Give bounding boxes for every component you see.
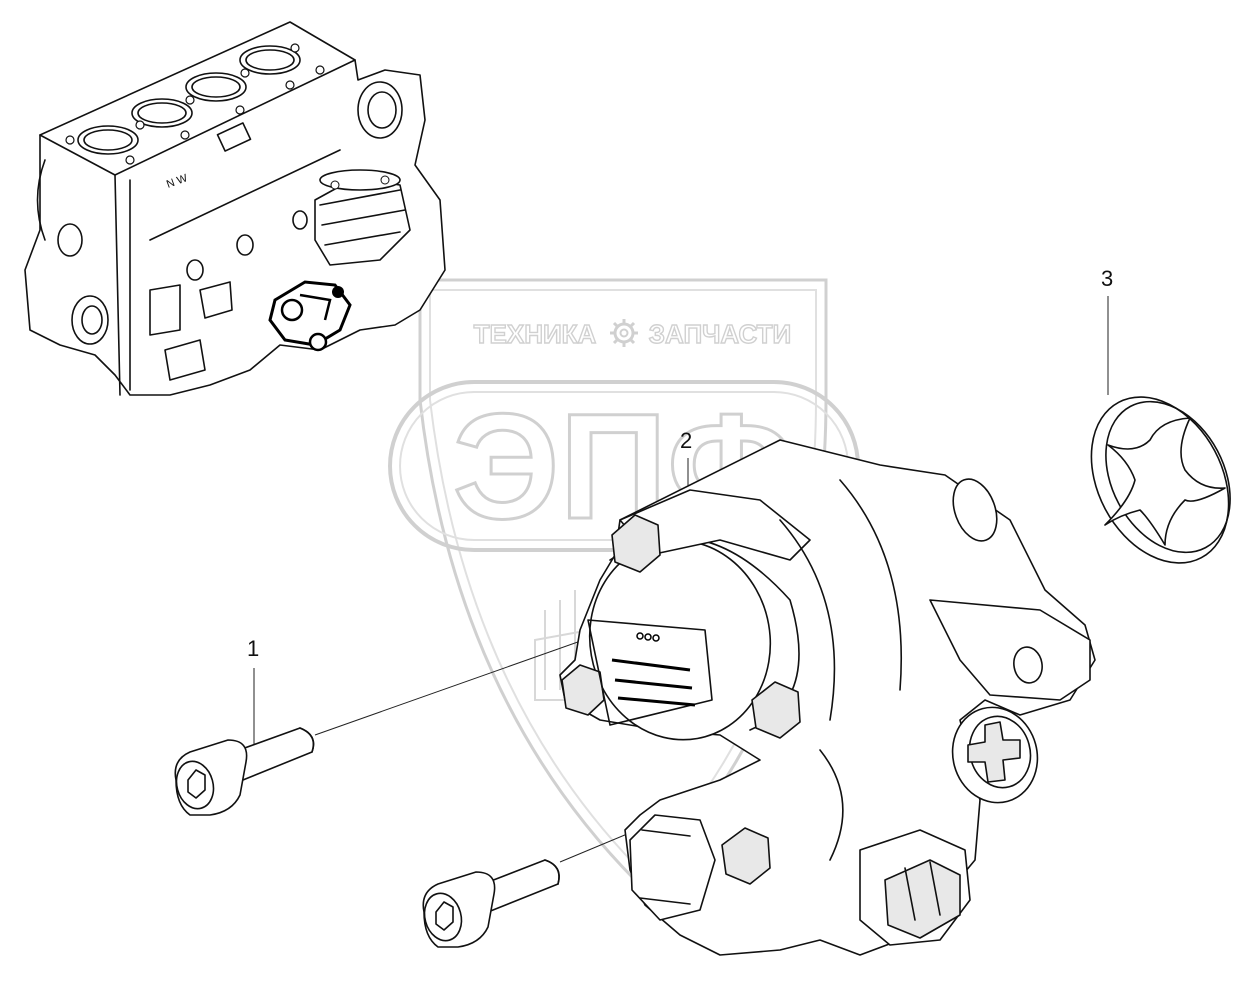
callout-1: 1 — [247, 636, 259, 755]
vacuum-pump — [559, 439, 1096, 956]
gear-icon — [610, 319, 638, 347]
air-compressor — [314, 169, 411, 266]
vacuum-pump-on-engine — [268, 280, 352, 352]
cap-screw-lower — [422, 859, 560, 948]
coupling-disc — [1090, 396, 1231, 564]
pump-bolt-heads — [561, 514, 801, 885]
callout-label-1: 1 — [247, 636, 259, 661]
cylinder-bores — [77, 45, 301, 155]
watermark-text-left: ТЕХНИКА — [474, 319, 597, 349]
callout-label-3: 3 — [1101, 266, 1113, 291]
watermark-text-right: ЗАПЧАСТИ — [649, 319, 792, 349]
engine-block: N W — [24, 21, 446, 396]
pump-label-plate — [587, 619, 713, 726]
callout-label-2: 2 — [680, 428, 692, 453]
callout-3: 3 — [1101, 266, 1113, 395]
cap-screw-upper — [174, 727, 315, 816]
